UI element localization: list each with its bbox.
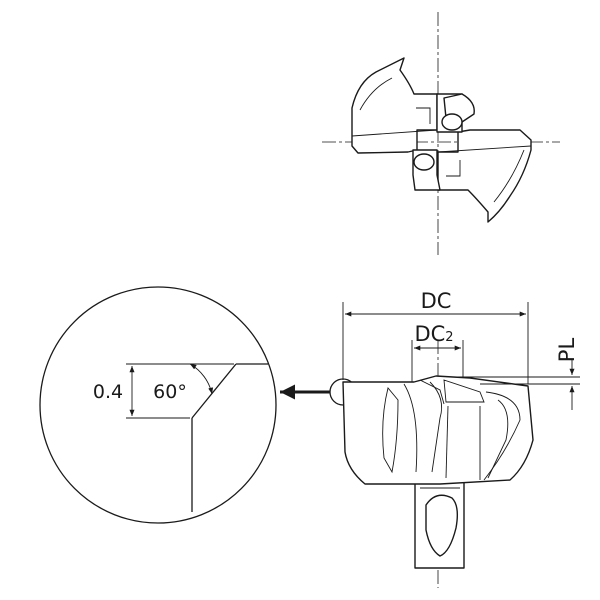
angle-arc — [189, 363, 214, 395]
dc2-label: DC2 — [414, 322, 453, 346]
side-flute-edge-b — [429, 381, 443, 473]
detail-view: 0.4 60° — [39, 286, 277, 524]
detail-chamfer-edge — [191, 363, 237, 419]
right-flute-curve — [493, 149, 525, 203]
side-view: DC DC2 PL — [342, 289, 580, 588]
side-flute-edge-a — [403, 383, 418, 473]
side-flute-right-inner — [487, 399, 509, 479]
right-edge-line — [437, 145, 532, 153]
angle-label: 60° — [153, 381, 187, 403]
pl-label: PL — [555, 338, 579, 363]
chamfer-label: 0.4 — [93, 381, 123, 403]
shank-flat — [425, 494, 459, 557]
left-flute-curve — [359, 77, 393, 111]
dc-label: DC — [421, 289, 452, 313]
lower-coolant-hole — [413, 153, 435, 171]
tip-edge — [419, 379, 445, 405]
detail-circle — [39, 286, 277, 524]
side-flute-right — [483, 391, 521, 481]
left-flute-outline — [351, 57, 438, 154]
top-end-view — [322, 12, 560, 255]
left-inner-step — [416, 107, 431, 124]
left-edge-line — [351, 129, 438, 137]
right-flute-outline — [437, 129, 532, 223]
center-slot-left — [445, 405, 449, 479]
side-flute-left — [382, 387, 399, 474]
right-inner-step — [446, 160, 461, 177]
upper-coolant-hole — [441, 113, 463, 131]
top-cutting-face — [443, 379, 485, 403]
